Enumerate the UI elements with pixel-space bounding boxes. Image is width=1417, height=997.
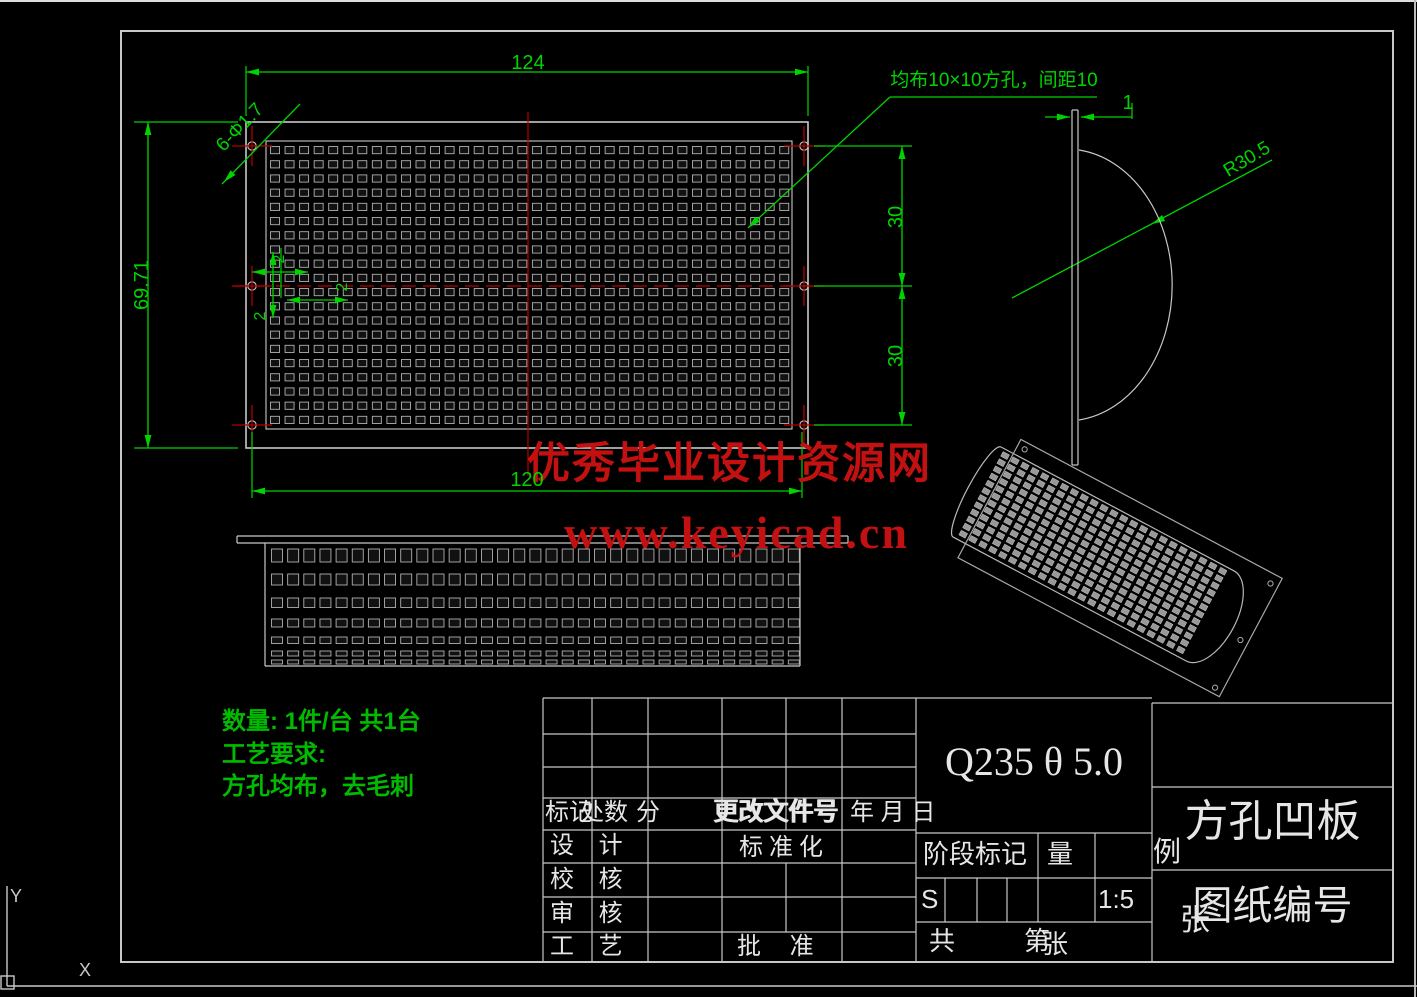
sheet-no: 第 <box>1024 926 1051 956</box>
material-spec: Q235 θ 5.0 <box>944 739 1124 784</box>
header-date: 年 月 日 <box>850 799 936 826</box>
dim-margin3: 2 <box>252 311 269 321</box>
dim-lower: 30 <box>885 344 907 368</box>
dim-margin2: 2 <box>334 282 351 292</box>
weight-label: 量 <box>1047 839 1074 869</box>
row-standardization: 标准化 <box>739 834 829 861</box>
row-process: 工 艺 <box>550 933 623 960</box>
scale-label-char: 例 <box>1153 836 1182 867</box>
note-process: 方孔均布，去毛刺 <box>222 773 414 800</box>
row-review: 审 核 <box>550 900 623 927</box>
stage-s: S <box>921 884 939 914</box>
row-check: 校 核 <box>550 866 623 893</box>
header-change-doc: 更改文件号 <box>713 798 839 826</box>
dim-height: 69.71 <box>131 259 153 311</box>
header-mark: 标记 <box>545 799 593 826</box>
drawing-no-label: 图纸编号 <box>1192 884 1353 928</box>
dim-margin1: 2 <box>271 254 288 264</box>
axis-x-label: X <box>79 960 92 980</box>
dim-width: 124 <box>511 52 545 74</box>
axis-y-label: Y <box>10 886 23 906</box>
callout-hole-pattern: 均布10×10方孔，间距10 <box>890 70 1098 91</box>
row-design: 设 计 <box>550 832 623 859</box>
row-approve: 批 准 <box>737 933 814 960</box>
header-count: 处数 <box>580 799 628 826</box>
sheet-unit: 张 <box>1042 929 1069 959</box>
watermark-line2: www.keyicad.cn <box>564 507 909 558</box>
note-quantity: 数量: 1件/台 共1台 <box>222 708 421 735</box>
dim-upper: 30 <box>885 205 907 229</box>
dim-span: 120 <box>510 469 544 491</box>
sheets-total: 共 <box>929 926 956 956</box>
stage-mark-label: 阶段标记 <box>923 839 1028 869</box>
part-name: 方孔凹板 <box>1184 797 1361 846</box>
note-process-title: 工艺要求: <box>222 741 326 768</box>
scale-value: 1:5 <box>1098 884 1135 914</box>
dim-thickness: 1 <box>1122 92 1134 114</box>
sheet-unit-overlap: 张 <box>1180 904 1210 937</box>
header-zone: 分 <box>636 799 660 826</box>
watermark-line1: 优秀毕业设计资源网 <box>527 441 932 488</box>
